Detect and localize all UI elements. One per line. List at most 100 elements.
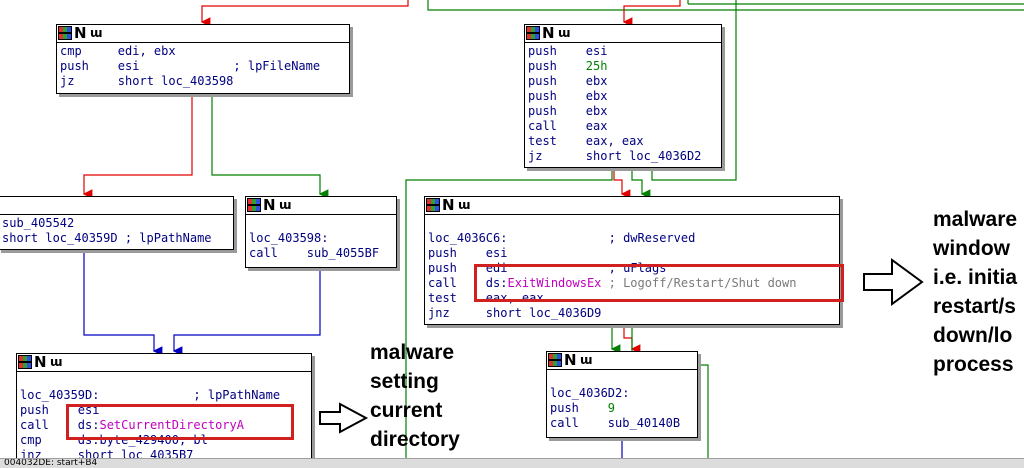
asm-text: jnz short loc_4036D9: [428, 306, 602, 320]
asm-text: call eax: [528, 119, 608, 133]
asm-text: call sub_4055BF: [249, 246, 380, 260]
node-header[interactable]: N ɯ: [17, 354, 311, 372]
edge-uncond: [172, 266, 321, 356]
rename-icon[interactable]: N: [564, 351, 577, 369]
asm-line[interactable]: push esi: [428, 246, 836, 261]
asm-text: jz short loc_403598: [60, 74, 234, 88]
graph-overview-icon[interactable]: [18, 355, 32, 369]
asm-line[interactable]: short loc_40359D ; lpPathName: [2, 231, 230, 246]
asm-line[interactable]: push ebx: [528, 74, 718, 89]
edge-false: [82, 92, 193, 199]
asm-line[interactable]: sub_405542: [2, 216, 230, 231]
asm-text: push ebx: [528, 104, 608, 118]
asm-text: short loc_40359D ; lpPathName: [2, 231, 212, 245]
graph-nodes-icon[interactable]: ɯ: [50, 355, 62, 369]
asm-text: push: [550, 401, 608, 415]
asm-text: push ebx: [528, 74, 608, 88]
asm-line[interactable]: call ds:ExitWindowsEx ; Logoff/Restart/S…: [428, 276, 836, 291]
asm-line[interactable]: cmp ds:byte_429400, bl: [20, 433, 308, 448]
asm-text: loc_4036C6: ; dwReserved: [428, 231, 696, 245]
graph-overview-icon[interactable]: [526, 26, 540, 40]
asm-line[interactable]: jnz short loc_4036D9: [428, 306, 836, 321]
exitwindows-highlight-box: [474, 264, 844, 302]
asm-line[interactable]: loc_403598:: [249, 231, 393, 246]
asm-line[interactable]: test eax, eax: [528, 134, 718, 149]
asm-text: 9: [607, 401, 616, 415]
graph-nodes-icon[interactable]: ɯ: [580, 353, 592, 367]
asm-text: call sub_40140B: [550, 416, 681, 430]
graph-overview-icon[interactable]: [426, 198, 440, 212]
asm-text: jz short loc_4036D2: [528, 149, 702, 163]
node-header[interactable]: N ɯ: [425, 197, 839, 215]
asm-text: push esi: [428, 246, 508, 260]
asm-text: push esi ; lpFileName: [60, 59, 321, 73]
node-header[interactable]: N ɯ: [525, 25, 721, 43]
rename-icon[interactable]: N: [442, 196, 455, 214]
graph-nodes-icon[interactable]: ɯ: [279, 198, 291, 212]
edge-false: [622, 0, 681, 27]
setcurrentdirectory-highlight-box: [66, 404, 294, 440]
annotation-arrow: [863, 258, 924, 306]
asm-line[interactable]: [249, 216, 393, 231]
edge-true: [631, 166, 651, 199]
asm-line[interactable]: push 25h: [528, 59, 718, 74]
graph-nodes-icon[interactable]: ɯ: [558, 26, 570, 40]
asm-text: test eax, eax: [528, 134, 644, 148]
node-header[interactable]: N ɯ: [547, 352, 697, 370]
status-bar: 004032DE: start+B4: [0, 458, 1024, 468]
asm-text: loc_40359D: ; lpPathName: [20, 388, 281, 402]
graph-overview-icon[interactable]: [58, 26, 72, 40]
code-block-node[interactable]: N ɯ loc_403598:call sub_4055BF: [245, 196, 397, 268]
rename-icon[interactable]: N: [34, 353, 47, 371]
api-name: SetCurrentDirectoryA: [99, 418, 244, 432]
asm-text: sub_405542: [2, 216, 75, 230]
asm-line[interactable]: jz short loc_403598: [60, 74, 346, 89]
asm-text: loc_403598:: [249, 231, 329, 245]
asm-line[interactable]: call sub_40140B: [550, 416, 694, 431]
asm-line[interactable]: [20, 373, 308, 388]
asm-line[interactable]: [550, 371, 694, 386]
graph-nodes-icon[interactable]: ɯ: [458, 198, 470, 212]
rename-icon[interactable]: N: [263, 196, 276, 214]
asm-line[interactable]: loc_40359D: ; lpPathName: [20, 388, 308, 403]
rename-icon[interactable]: N: [542, 24, 555, 42]
graph-overview-icon[interactable]: [548, 353, 562, 367]
asm-text: push: [528, 59, 586, 73]
edge-true: [405, 166, 613, 458]
asm-text: push esi: [528, 44, 608, 58]
node-header[interactable]: [0, 197, 233, 215]
annotation-arrow: [319, 402, 369, 434]
edge-false: [200, 0, 409, 27]
asm-line[interactable]: push esi ; lpFileName: [60, 59, 346, 74]
asm-line[interactable]: call sub_4055BF: [249, 246, 393, 261]
node-header[interactable]: N ɯ: [246, 197, 396, 215]
asm-line[interactable]: cmp edi, ebx: [60, 44, 346, 59]
asm-line[interactable]: loc_4036C6: ; dwReserved: [428, 231, 836, 246]
asm-line[interactable]: jz short loc_4036D2: [528, 149, 718, 164]
asm-line[interactable]: push esi: [528, 44, 718, 59]
node-header[interactable]: N ɯ: [57, 25, 349, 43]
graph-overview-icon[interactable]: [247, 198, 261, 212]
asm-line[interactable]: loc_4036D2:: [550, 386, 694, 401]
asm-text: 25h: [585, 59, 608, 73]
rename-icon[interactable]: N: [74, 24, 87, 42]
asm-line[interactable]: push 9: [550, 401, 694, 416]
asm-line[interactable]: [428, 216, 836, 231]
asm-text: cmp ds:byte_429400, bl: [20, 433, 208, 447]
asm-line[interactable]: push ebx: [528, 89, 718, 104]
asm-line[interactable]: call eax: [528, 119, 718, 134]
graph-nodes-icon[interactable]: ɯ: [90, 26, 102, 40]
asm-line[interactable]: call ds:SetCurrentDirectoryA: [20, 418, 308, 433]
asm-text: loc_4036D2:: [550, 386, 630, 400]
edge-true: [427, 0, 1024, 11]
asm-line[interactable]: push ebx: [528, 104, 718, 119]
edge-false: [613, 166, 631, 199]
